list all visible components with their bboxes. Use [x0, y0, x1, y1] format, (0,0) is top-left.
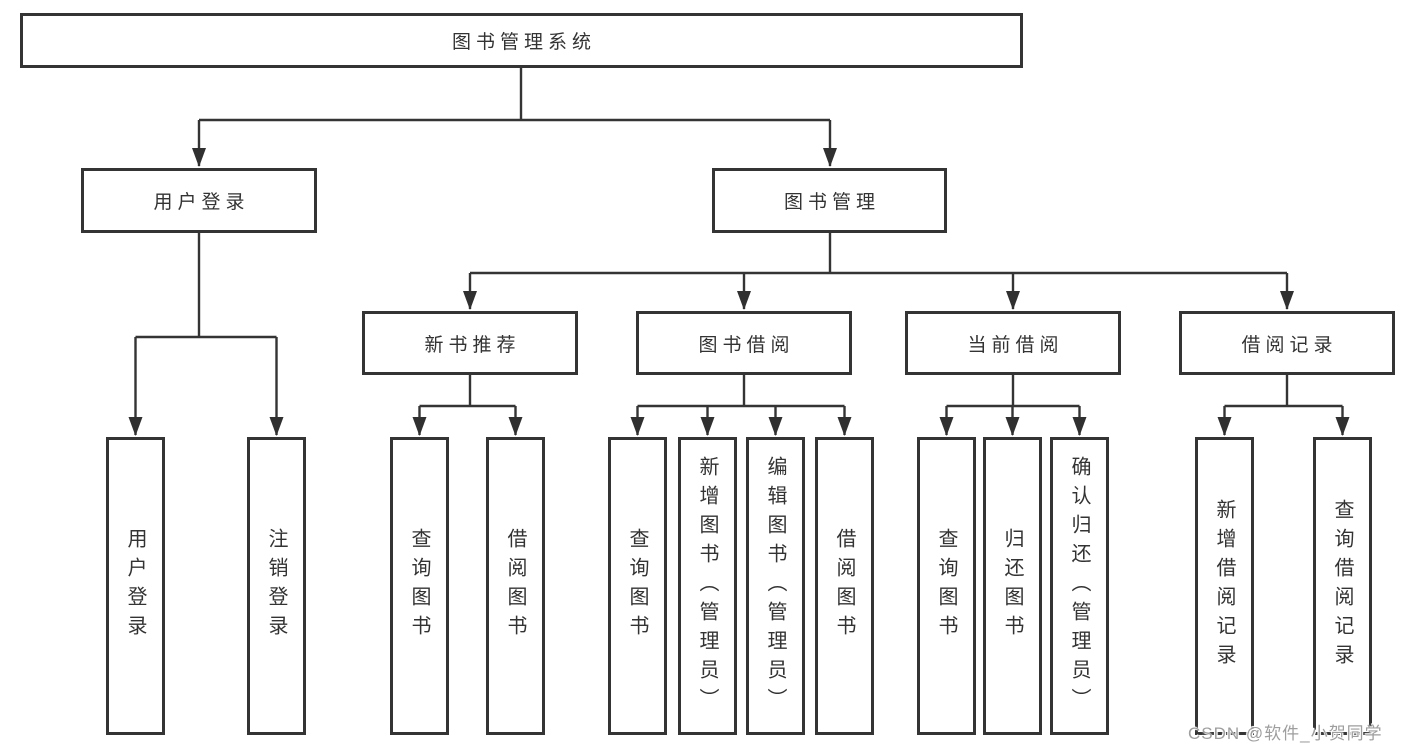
node-leaf-borrow-books-1: 借阅图书 — [486, 437, 545, 735]
node-root-system: 图书管理系统 — [20, 13, 1023, 68]
node-leaf-query-borrow-record: 查询借阅记录 — [1313, 437, 1372, 735]
csdn-watermark: CSDN @软件_小贺同学 — [1188, 724, 1383, 743]
node-book-management-branch: 图书管理 — [712, 168, 947, 233]
node-leaf-user-login: 用户登录 — [106, 437, 165, 735]
node-leaf-query-books-2: 查询图书 — [608, 437, 667, 735]
node-leaf-query-books-1: 查询图书 — [390, 437, 449, 735]
node-leaf-edit-books-admin: 编辑图书（管理员） — [746, 437, 805, 735]
node-leaf-return-books: 归还图书 — [983, 437, 1042, 735]
node-book-borrowing: 图书借阅 — [636, 311, 852, 375]
node-borrowing-records: 借阅记录 — [1179, 311, 1395, 375]
node-leaf-add-borrow-record: 新增借阅记录 — [1195, 437, 1254, 735]
node-leaf-logout: 注销登录 — [247, 437, 306, 735]
node-leaf-query-books-3: 查询图书 — [917, 437, 976, 735]
node-leaf-add-books-admin: 新增图书（管理员） — [678, 437, 737, 735]
node-leaf-borrow-books-2: 借阅图书 — [815, 437, 874, 735]
node-current-borrowing: 当前借阅 — [905, 311, 1121, 375]
node-user-login-branch: 用户登录 — [81, 168, 317, 233]
node-leaf-confirm-return-admin: 确认归还（管理员） — [1050, 437, 1109, 735]
node-new-book-recommend: 新书推荐 — [362, 311, 578, 375]
